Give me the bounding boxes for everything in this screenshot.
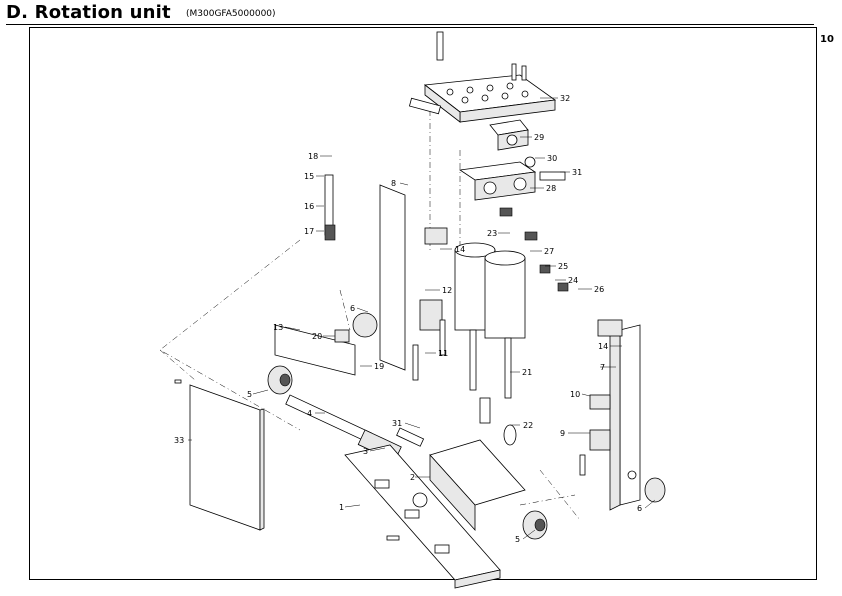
callout-31: 31 xyxy=(572,168,582,177)
callout-17: 17 xyxy=(304,227,314,236)
upper-blocks xyxy=(408,97,566,201)
callout-20: 20 xyxy=(312,332,322,341)
callout-18: 18 xyxy=(308,152,318,161)
callout-13: 13 xyxy=(273,323,283,332)
callout-4: 4 xyxy=(307,409,312,418)
callout-15: 15 xyxy=(304,172,314,181)
callout-25: 25 xyxy=(558,262,568,271)
callout-23: 23 xyxy=(487,229,497,238)
callout-9: 9 xyxy=(560,429,565,438)
air-cylinders xyxy=(454,207,569,399)
callout-6: 6 xyxy=(637,504,642,513)
callout-16: 16 xyxy=(304,202,314,211)
callout-33: 33 xyxy=(174,436,184,445)
callout-31: 31 xyxy=(392,419,402,428)
part-callouts: 32 29 30 31 28 18 15 16 17 8 14 23 27 25… xyxy=(174,94,642,544)
callout-14: 14 xyxy=(455,245,465,254)
right-bracket-assembly xyxy=(579,319,666,511)
callout-11: 11 xyxy=(438,349,448,358)
callout-6: 6 xyxy=(350,304,355,313)
shaft-and-pulleys xyxy=(267,365,548,540)
callout-24: 24 xyxy=(568,276,578,285)
callout-3: 3 xyxy=(363,447,368,456)
page-header: D. Rotation unit (M300GFA5000000) xyxy=(6,2,814,25)
callout-5: 5 xyxy=(515,535,520,544)
callout-29: 29 xyxy=(534,133,544,142)
callout-28: 28 xyxy=(546,184,556,193)
leader-lines xyxy=(188,97,656,540)
top-plate xyxy=(423,31,557,123)
callout-22: 22 xyxy=(523,421,533,430)
callout-1: 1 xyxy=(339,503,344,512)
callout-2: 2 xyxy=(410,473,415,482)
page-number: 10 xyxy=(820,34,834,45)
diagram-frame xyxy=(29,27,817,580)
callout-32: 32 xyxy=(560,94,570,103)
callout-21: 21 xyxy=(522,368,532,377)
callout-30: 30 xyxy=(547,154,557,163)
callout-5: 5 xyxy=(247,390,252,399)
left-bracket-assembly xyxy=(274,174,448,381)
callout-7: 7 xyxy=(600,363,605,372)
callout-12: 12 xyxy=(442,286,452,295)
side-cover xyxy=(174,379,265,531)
callout-8: 8 xyxy=(391,179,396,188)
model-number: (M300GFA5000000) xyxy=(186,9,276,19)
callout-14: 14 xyxy=(598,342,608,351)
callout-10: 10 xyxy=(570,390,580,399)
callout-27: 27 xyxy=(544,247,554,256)
base-assembly xyxy=(344,397,526,589)
callout-26: 26 xyxy=(594,285,604,294)
page-title: D. Rotation unit xyxy=(6,2,171,23)
callout-19: 19 xyxy=(374,362,384,371)
